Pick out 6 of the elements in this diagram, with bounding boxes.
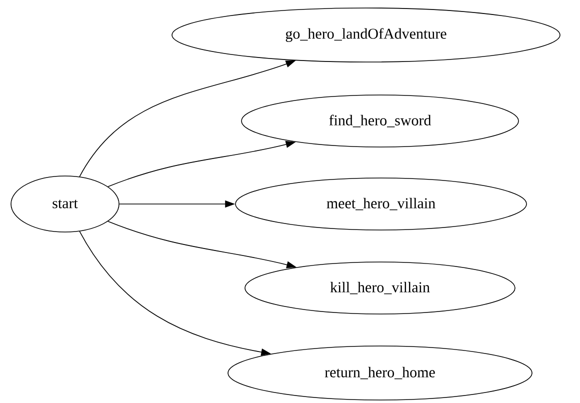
ellipse-node: meet_hero_villain: [235, 178, 527, 230]
ellipse-node: return_hero_home: [228, 346, 532, 400]
ellipse-node: find_hero_sword: [241, 94, 519, 148]
ellipse-node: go_hero_landOfAdventure: [172, 8, 560, 62]
ellipse-node: kill_hero_villain: [244, 262, 516, 314]
ellipse-node: start: [10, 176, 120, 232]
